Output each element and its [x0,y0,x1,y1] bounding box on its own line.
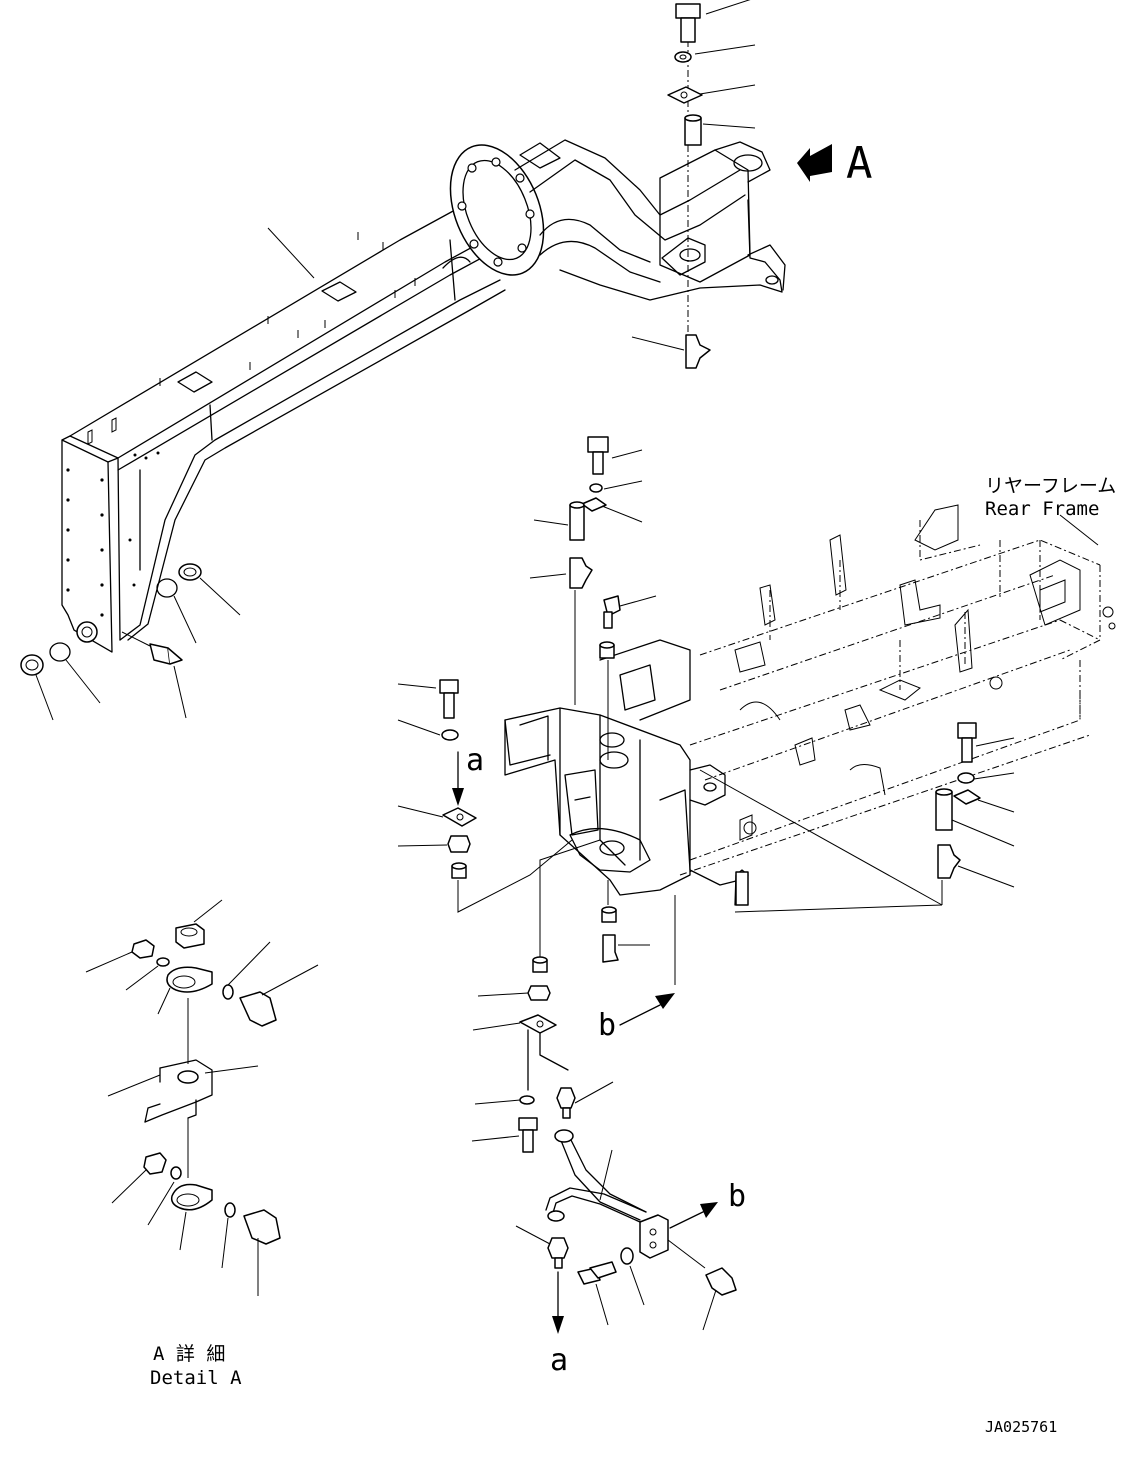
arm-small-parts [20,563,241,721]
detail-label-jp: A 詳 細 [153,1343,225,1365]
label-b-lower: b [728,1179,746,1214]
label-a-lower: a [550,1343,568,1378]
detail-a: A 詳 細 Detail A [85,899,319,1389]
rear-frame-label-en: Rear Frame [985,498,1099,520]
label-a-upper: a [466,743,484,778]
left-small-stack: a [397,679,484,879]
axle-arm [61,139,786,653]
b-arrow-upper: b [598,993,675,1043]
label-b-upper: b [598,1008,616,1043]
rear-frame-label-jp: リヤーフレーム [985,475,1116,497]
right-pin-stack [935,722,1015,888]
lower-fittings: b a [471,906,746,1378]
rear-frame: リヤーフレーム Rear Frame [504,475,1116,906]
drawing-number: JA025761 [985,1418,1057,1436]
center-pin-stack [529,436,657,659]
frame-connections [457,590,943,985]
view-a-label: A [846,138,873,189]
detail-label-en: Detail A [150,1367,242,1389]
upper-leaders [267,0,756,351]
upper-pin-stack [667,3,711,369]
view-arrow: A [797,138,873,189]
